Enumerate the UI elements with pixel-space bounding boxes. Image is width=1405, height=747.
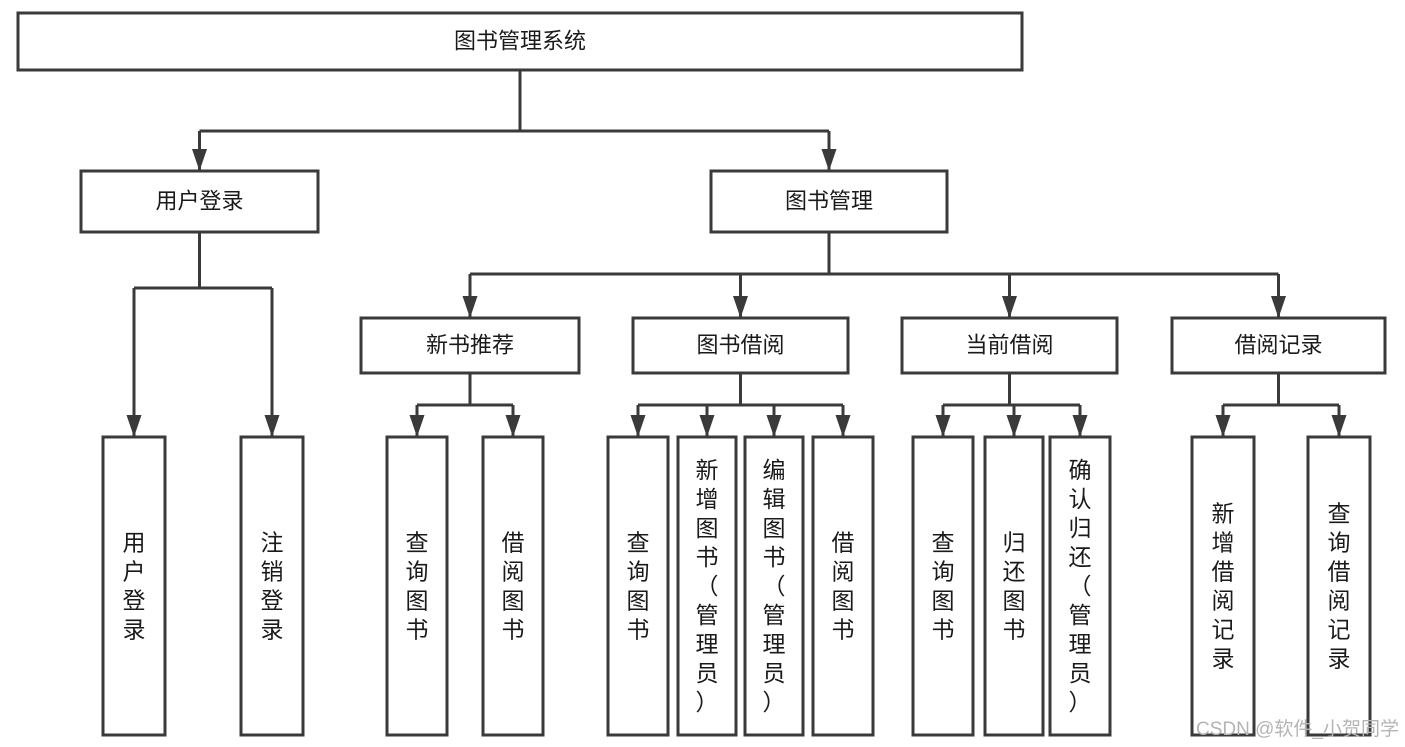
node-recommend-query-book[interactable]: 查询图书	[385, 435, 449, 737]
node-layer: 图书管理系统用户登录用户登录注销登录图书管理新书推荐查询图书借阅图书图书借阅查询…	[16, 11, 1387, 737]
arrow-head-icon	[935, 415, 951, 437]
node-box-user-logout-leaf[interactable]	[239, 435, 305, 737]
node-label-root: 图书管理系统	[454, 28, 586, 53]
node-box-borrow-edit-book-admin[interactable]	[743, 435, 805, 737]
node-label-book-management: 图书管理	[785, 188, 873, 213]
node-label-user-login-leaf: 用户登录	[123, 530, 146, 643]
node-label-book-borrow: 图书借阅	[696, 332, 784, 357]
node-label-borrow-query-book: 查询图书	[627, 530, 650, 643]
node-borrow-query-book[interactable]: 查询图书	[606, 435, 670, 737]
node-box-record-add-borrow-record[interactable]	[1190, 435, 1256, 737]
arrow-head-icon	[192, 149, 207, 171]
node-current-confirm-return-admin[interactable]: 确认归还（管理员）	[1048, 435, 1112, 737]
node-label-borrow-records: 借阅记录	[1234, 332, 1322, 357]
arrow-head-icon	[1331, 415, 1347, 437]
arrow-head-icon	[505, 415, 521, 437]
node-book-borrow[interactable]: 图书借阅	[631, 316, 850, 375]
connector-layer	[126, 70, 1347, 437]
node-label-user-login: 用户登录	[155, 188, 243, 213]
arrow-head-icon	[462, 296, 478, 318]
arrow-head-icon	[1271, 296, 1286, 318]
node-label-borrow-edit-book-admin: 编辑图书（管理员）	[763, 457, 786, 715]
node-box-borrow-query-book[interactable]	[606, 435, 670, 737]
arrow-head-icon	[766, 415, 782, 437]
csdn-watermark: CSDN @软件_小贺同学	[1196, 718, 1399, 740]
node-user-login-leaf[interactable]: 用户登录	[101, 435, 167, 737]
node-borrow-edit-book-admin[interactable]: 编辑图书（管理员）	[743, 435, 805, 737]
node-user-logout-leaf[interactable]: 注销登录	[239, 435, 305, 737]
arrow-head-icon	[264, 415, 280, 437]
node-user-login[interactable]: 用户登录	[79, 169, 320, 234]
arrow-head-icon	[126, 415, 142, 437]
node-borrow-records[interactable]: 借阅记录	[1170, 316, 1387, 375]
node-label-new-book-recommend: 新书推荐	[426, 332, 514, 357]
node-box-borrow-records[interactable]	[1170, 316, 1387, 375]
arrow-head-icon	[1002, 296, 1017, 318]
node-box-user-login[interactable]	[79, 169, 320, 234]
node-box-user-login-leaf[interactable]	[101, 435, 167, 737]
node-label-recommend-borrow-book: 借阅图书	[502, 530, 525, 643]
node-box-new-book-recommend[interactable]	[359, 316, 581, 375]
arrow-head-icon	[1072, 415, 1088, 437]
node-label-current-return-book: 归还图书	[1003, 530, 1026, 643]
node-recommend-borrow-book[interactable]: 借阅图书	[481, 435, 545, 737]
arrow-head-icon	[630, 415, 646, 437]
node-label-current-confirm-return-admin: 确认归还（管理员）	[1069, 457, 1092, 715]
node-box-record-query-borrow-record[interactable]	[1306, 435, 1372, 737]
node-label-current-borrow: 当前借阅	[965, 332, 1053, 357]
node-borrow-borrow-book[interactable]: 借阅图书	[811, 435, 875, 737]
node-box-current-confirm-return-admin[interactable]	[1048, 435, 1112, 737]
arrow-head-icon	[821, 149, 837, 171]
arrow-head-icon	[409, 415, 425, 437]
node-label-record-query-borrow-record: 查询借阅记录	[1328, 501, 1351, 672]
node-label-borrow-add-book-admin: 新增图书（管理员）	[696, 457, 719, 715]
node-box-book-management[interactable]	[709, 169, 949, 234]
node-book-management[interactable]: 图书管理	[709, 169, 949, 234]
node-current-borrow[interactable]: 当前借阅	[900, 316, 1119, 375]
node-box-recommend-borrow-book[interactable]	[481, 435, 545, 737]
node-current-query-book[interactable]: 查询图书	[911, 435, 975, 737]
node-label-current-query-book: 查询图书	[932, 530, 955, 643]
node-label-user-logout-leaf: 注销登录	[261, 530, 284, 643]
node-record-query-borrow-record[interactable]: 查询借阅记录	[1306, 435, 1372, 737]
node-record-add-borrow-record[interactable]: 新增借阅记录	[1190, 435, 1256, 737]
node-box-root[interactable]	[16, 11, 1024, 72]
node-box-current-borrow[interactable]	[900, 316, 1119, 375]
node-box-book-borrow[interactable]	[631, 316, 850, 375]
node-current-return-book[interactable]: 归还图书	[983, 435, 1045, 737]
arrow-head-icon	[835, 415, 851, 437]
arrow-head-icon	[1215, 415, 1231, 437]
node-borrow-add-book-admin[interactable]: 新增图书（管理员）	[676, 435, 738, 737]
node-box-borrow-borrow-book[interactable]	[811, 435, 875, 737]
node-label-borrow-borrow-book: 借阅图书	[832, 530, 855, 643]
node-label-recommend-query-book: 查询图书	[406, 530, 429, 643]
arrow-head-icon	[699, 415, 715, 437]
node-new-book-recommend[interactable]: 新书推荐	[359, 316, 581, 375]
node-root[interactable]: 图书管理系统	[16, 11, 1024, 72]
arrow-head-icon	[733, 296, 748, 318]
node-box-current-return-book[interactable]	[983, 435, 1045, 737]
node-box-borrow-add-book-admin[interactable]	[676, 435, 738, 737]
node-box-recommend-query-book[interactable]	[385, 435, 449, 737]
arrow-head-icon	[1006, 415, 1022, 437]
node-box-current-query-book[interactable]	[911, 435, 975, 737]
node-label-record-add-borrow-record: 新增借阅记录	[1212, 501, 1235, 672]
